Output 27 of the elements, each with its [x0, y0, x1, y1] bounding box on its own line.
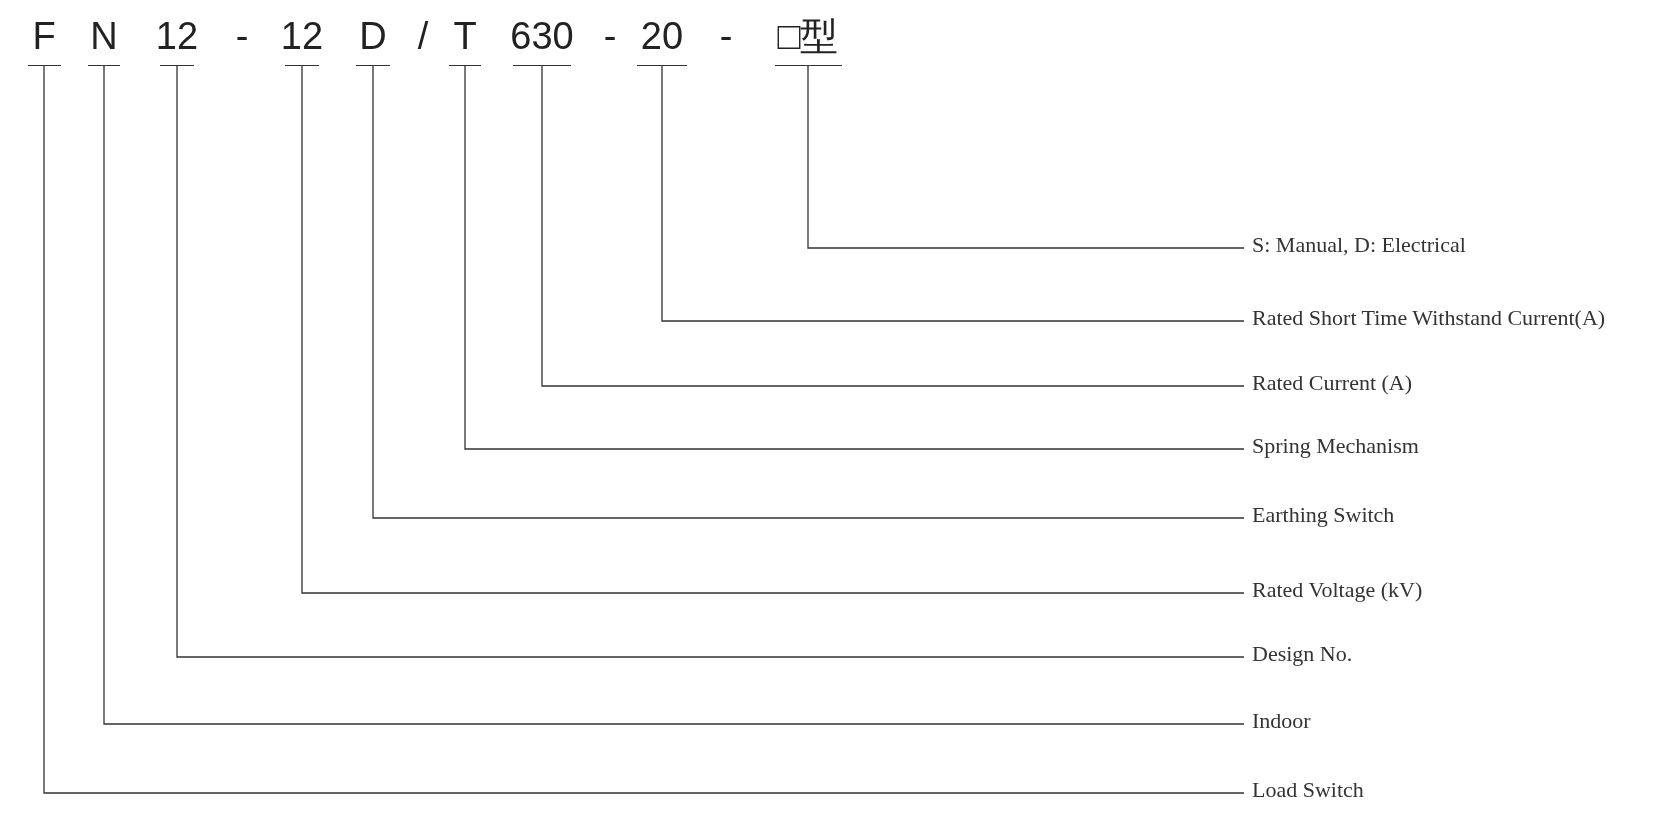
leader-line — [372, 65, 1245, 519]
code-segment: T — [449, 16, 481, 66]
leader-line — [301, 65, 1245, 594]
description-label: Design No. — [1244, 640, 1353, 668]
description-label: Indoor — [1244, 707, 1311, 735]
description-label: Rated Current (A) — [1244, 369, 1413, 397]
leader-line — [176, 65, 1245, 658]
separator: - — [603, 17, 617, 55]
code-segment: □型 — [774, 16, 842, 66]
description-label: Rated Short Time Withstand Current(A) — [1244, 304, 1606, 332]
separator: - — [719, 17, 733, 55]
leader-line — [661, 65, 1245, 322]
leader-line — [541, 65, 1245, 387]
description-label: Load Switch — [1244, 776, 1364, 804]
code-segment: 630 — [513, 16, 571, 66]
code-segment: N — [88, 16, 120, 66]
separator: / — [417, 17, 429, 55]
leader-line — [807, 65, 1245, 249]
description-label: S: Manual, D: Electrical — [1244, 231, 1466, 259]
code-segment: F — [27, 16, 61, 66]
separator: - — [235, 17, 249, 55]
description-label: Spring Mechanism — [1244, 432, 1419, 460]
code-segment: D — [356, 16, 390, 66]
description-label: Earthing Switch — [1244, 501, 1395, 529]
description-label: Rated Voltage (kV) — [1244, 576, 1423, 604]
code-segment: 20 — [637, 16, 687, 66]
leader-line — [464, 65, 1245, 450]
